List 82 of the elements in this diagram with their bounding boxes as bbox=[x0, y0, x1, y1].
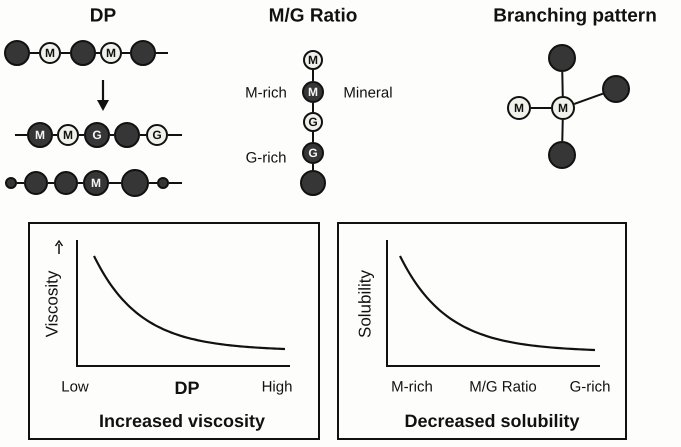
bead-letter: M bbox=[558, 102, 568, 114]
connector-line bbox=[78, 182, 83, 184]
bead-letter: M bbox=[45, 47, 55, 59]
connector-line bbox=[15, 134, 27, 136]
connector-line bbox=[312, 164, 314, 170]
tick-label: Low bbox=[61, 380, 89, 394]
bead-circle bbox=[507, 96, 531, 120]
bead-circle bbox=[302, 142, 324, 164]
connector-line bbox=[312, 103, 314, 112]
chart-panel bbox=[28, 222, 320, 440]
connector-line bbox=[561, 72, 564, 96]
section-title: Branching pattern bbox=[493, 6, 657, 26]
connector-line bbox=[61, 52, 70, 54]
connector-line bbox=[574, 92, 604, 105]
bead-letter: M bbox=[91, 177, 101, 189]
section-title: DP bbox=[90, 6, 116, 26]
connector-line bbox=[30, 52, 39, 54]
connector-line bbox=[109, 182, 121, 184]
tick-label: G-rich bbox=[570, 380, 610, 394]
bead-circle bbox=[54, 171, 78, 195]
connector-line bbox=[156, 52, 168, 54]
bead-letter: G bbox=[152, 129, 162, 141]
bead-letter: G bbox=[308, 147, 318, 159]
bead-circle bbox=[70, 40, 96, 66]
connector-line bbox=[149, 182, 157, 184]
bead-letter: M bbox=[514, 102, 524, 114]
bead-circle bbox=[84, 122, 110, 148]
bead-circle bbox=[303, 112, 323, 132]
bead-letter: M bbox=[308, 86, 318, 98]
bead-circle bbox=[114, 122, 140, 148]
bead-circle bbox=[300, 170, 326, 196]
bead-circle bbox=[548, 141, 576, 169]
bead-letter: G bbox=[92, 129, 102, 141]
bead-circle bbox=[5, 177, 17, 189]
bead-letter: G bbox=[308, 116, 318, 128]
bead-circle bbox=[303, 50, 323, 70]
connector-line bbox=[17, 182, 24, 184]
connector-line bbox=[140, 134, 146, 136]
connector-line bbox=[169, 182, 182, 184]
bead-circle bbox=[157, 177, 169, 189]
region-label: G-rich bbox=[246, 150, 286, 166]
bead-circle bbox=[302, 81, 324, 103]
connector-line bbox=[110, 134, 114, 136]
bead-letter: M bbox=[63, 129, 73, 141]
chart-caption: Increased viscosity bbox=[98, 412, 266, 430]
chart-panel bbox=[337, 222, 627, 440]
chart-caption: Decreased solubility bbox=[404, 412, 580, 430]
bead-circle bbox=[121, 169, 149, 197]
y-axis-title: Solubility bbox=[356, 270, 374, 338]
connector-line bbox=[531, 107, 551, 109]
connector-line bbox=[79, 134, 84, 136]
tick-label: M-rich bbox=[391, 380, 433, 394]
connector-line bbox=[96, 52, 100, 54]
tick-label: High bbox=[262, 380, 292, 394]
x-axis-title: M/G Ratio bbox=[469, 380, 537, 394]
bead-circle bbox=[130, 40, 156, 66]
connector-line bbox=[122, 52, 130, 54]
bead-letter: M bbox=[308, 54, 318, 66]
connector-line bbox=[168, 134, 182, 136]
bead-circle bbox=[83, 170, 109, 196]
bead-circle bbox=[57, 124, 79, 146]
connector-line bbox=[48, 182, 54, 184]
bead-circle bbox=[27, 122, 53, 148]
connector-line bbox=[53, 134, 57, 136]
connector-line bbox=[561, 120, 564, 142]
bead-circle bbox=[551, 96, 575, 120]
region-label: M-rich bbox=[245, 86, 287, 100]
bead-circle bbox=[602, 75, 630, 103]
region-label: Mineral bbox=[343, 86, 393, 100]
bead-circle bbox=[39, 42, 61, 64]
bead-circle bbox=[548, 44, 576, 72]
connector-line bbox=[312, 132, 314, 142]
connector-line bbox=[312, 70, 314, 81]
section-title: M/G Ratio bbox=[268, 6, 358, 26]
bead-circle bbox=[100, 42, 122, 64]
bead-circle bbox=[24, 171, 48, 195]
y-axis-title: Viscosity bbox=[44, 270, 60, 338]
bead-circle bbox=[146, 124, 168, 146]
bead-letter: M bbox=[106, 47, 116, 59]
bead-letter: M bbox=[35, 129, 45, 141]
bead-circle bbox=[4, 40, 30, 66]
x-axis-title: DP bbox=[174, 379, 200, 397]
